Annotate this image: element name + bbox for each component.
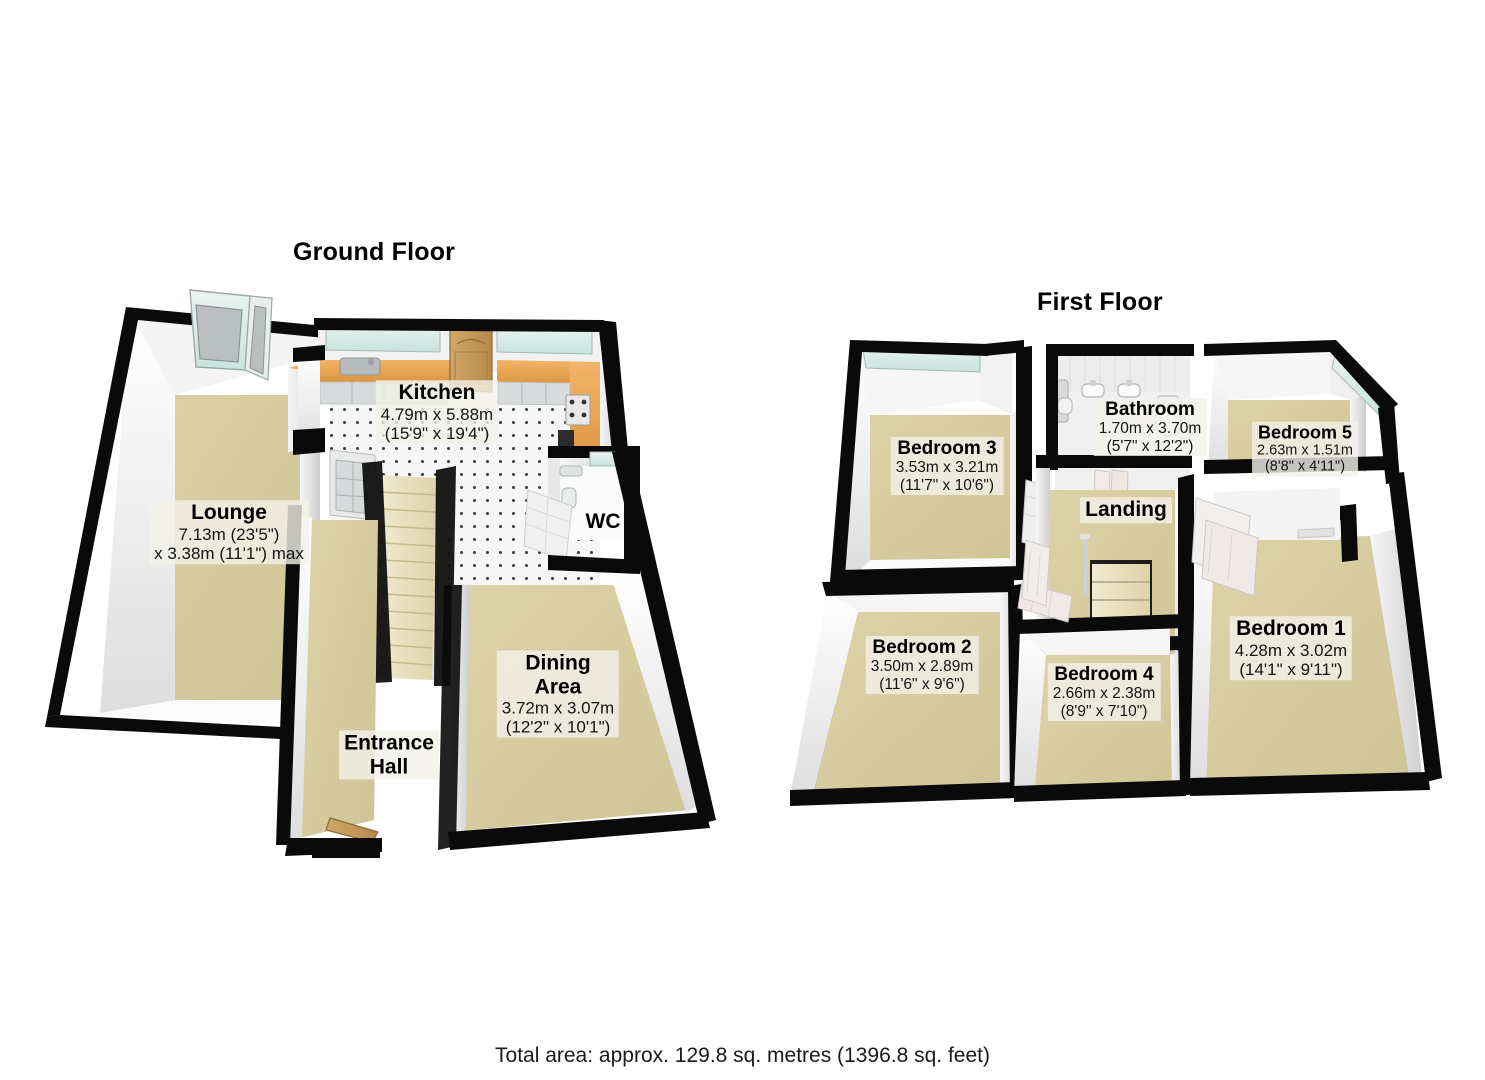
landing-doors — [1021, 539, 1051, 607]
lounge-window-group — [189, 289, 273, 381]
ground-floor-title: Ground Floor — [293, 238, 456, 266]
room-bedroom-5 — [1204, 340, 1400, 484]
first-floor-title: First Floor — [1037, 288, 1163, 316]
bedroom1-doors — [1191, 497, 1259, 597]
room-wc — [523, 446, 640, 574]
room-bedroom-1 — [1190, 472, 1442, 796]
room-dining-area — [438, 450, 716, 850]
first-floor-plan — [790, 340, 1442, 806]
total-area-text: Total area: approx. 129.8 sq. metres (13… — [495, 1044, 990, 1067]
room-entrance-hall — [276, 505, 382, 858]
room-bedroom-3 — [812, 340, 1047, 800]
room-bedroom-4 — [1014, 581, 1194, 802]
ground-floor-plan — [45, 289, 716, 858]
room-bedroom-2 — [790, 578, 1026, 806]
